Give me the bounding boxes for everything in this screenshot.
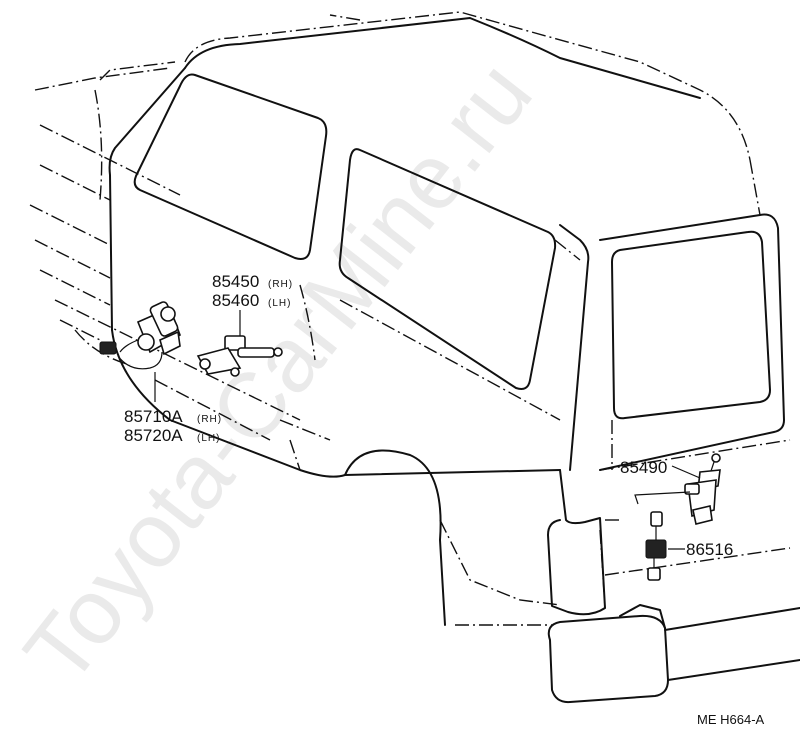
vehicle-body-outline <box>29 11 800 704</box>
actuator-rh-side: (RH) <box>268 279 293 290</box>
diagram-reference-code: ME H664-A <box>697 712 765 727</box>
actuator-rh-part-number: 85450 <box>212 272 259 291</box>
watermark-text: Toyota-CarMine.ru <box>5 43 551 702</box>
motor-lh-side: (LH) <box>197 433 220 444</box>
motor-rh-side: (RH) <box>197 414 222 425</box>
motor-lh-part-number: 85720A <box>124 426 183 445</box>
back-door-lock-cylinder <box>671 453 721 525</box>
connector-part-number: 86516 <box>686 540 733 559</box>
back-door-part-number: 85490 <box>620 458 667 477</box>
motor-rh-part-number: 85710A <box>124 407 183 426</box>
actuator-lh-side: (LH) <box>268 298 291 309</box>
actuator-lh-part-number: 85460 <box>212 291 259 310</box>
back-door-connector <box>634 491 691 581</box>
door-lock-motor <box>99 301 181 402</box>
door-lock-actuator <box>196 310 283 377</box>
callout-motor: 85710A (RH) 85720A (LH) <box>124 407 222 445</box>
callout-actuator: 85450 (RH) 85460 (LH) <box>212 272 293 310</box>
